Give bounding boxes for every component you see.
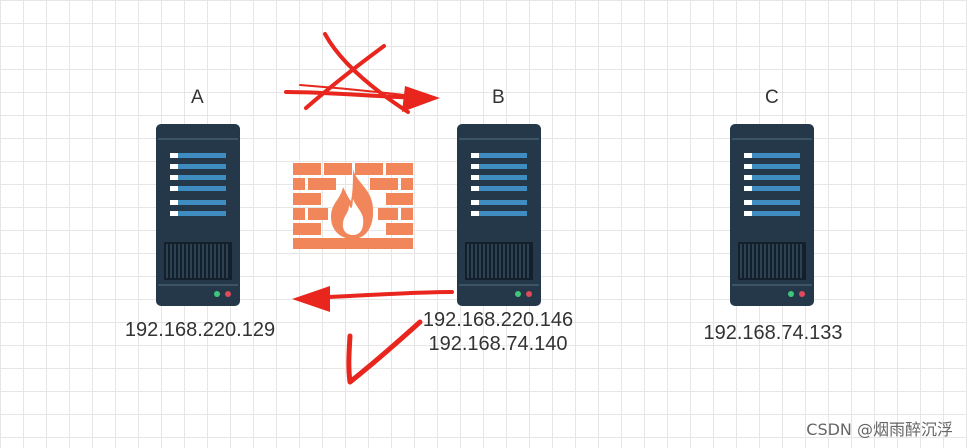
host-c-label: C: [765, 87, 779, 108]
watermark: CSDN @烟雨醉沉浮: [806, 420, 953, 439]
server-icon: [156, 124, 240, 306]
firewall-icon: [293, 163, 413, 249]
host-a-ip-1: 192.168.220.129: [124, 319, 276, 341]
host-b-label: B: [492, 87, 505, 108]
server-icon: [457, 124, 541, 306]
firewall: [293, 163, 413, 249]
host-c-ip-1: 192.168.74.133: [703, 322, 843, 344]
server-a: [156, 124, 240, 306]
host-b-ip-2: 192.168.74.140: [428, 333, 568, 355]
server-c: [730, 124, 814, 306]
host-a-ip: 192.168.220.129: [110, 318, 290, 342]
cross-mark-icon: [304, 32, 410, 114]
host-b-ip-1: 192.168.220.146: [422, 309, 574, 331]
blocked-arrow-a-to-b: [284, 84, 440, 112]
server-b: [457, 124, 541, 306]
host-a-label: A: [191, 87, 204, 108]
server-icon: [730, 124, 814, 306]
host-b-ip: 192.168.220.146 192.168.74.140: [408, 308, 588, 356]
host-c-ip: 192.168.74.133: [683, 321, 863, 345]
